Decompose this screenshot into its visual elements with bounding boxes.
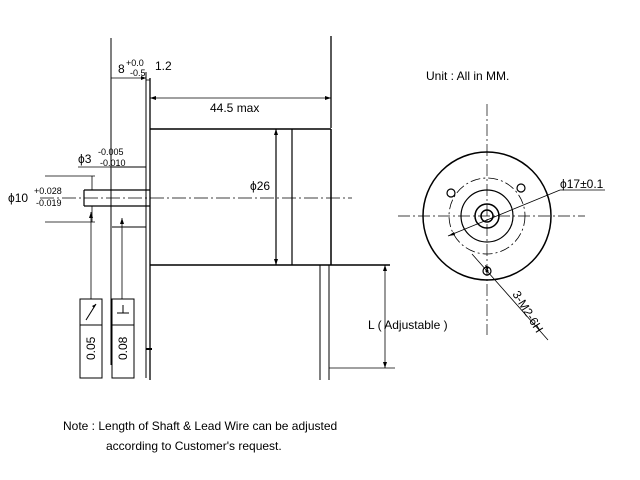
runout-value: 0.05 — [84, 336, 98, 360]
shaft-length-tol-lower: -0.5 — [130, 68, 146, 78]
tolerance-box-perpendicularity: 0.08 — [111, 298, 135, 379]
shaft-tol-lower: -0.019 — [36, 198, 62, 208]
flange-thickness-label: 1.2 — [155, 59, 172, 73]
boss-dia-label: ϕ3 — [78, 152, 92, 166]
shaft-dia-label: ϕ10 — [8, 191, 28, 205]
boss-tol-upper: -0.005 — [98, 147, 124, 157]
runout-symbol-icon — [85, 303, 97, 321]
side-view: 8 +0.0 -0.5 1.2 44.5 max ϕ3 -0.005 -0.01… — [8, 36, 448, 380]
pcd-label: ϕ17±0.1 — [560, 177, 604, 191]
lead-length-label: L ( Adjustable ) — [368, 318, 448, 332]
mount-hole-label: 3-M2-6H — [509, 288, 546, 335]
unit-note: Unit : All in MM. — [426, 69, 509, 83]
perpendicularity-symbol-icon — [117, 305, 129, 314]
shaft-tol-upper: +0.028 — [34, 186, 62, 196]
shaft-length-label: 8 — [118, 62, 125, 76]
shaft-length-tol-upper: +0.0 — [126, 58, 144, 68]
perpendicularity-value: 0.08 — [116, 336, 130, 360]
note-line-1: Note : Length of Shaft & Lead Wire can b… — [63, 419, 337, 433]
body-dia-label: ϕ26 — [250, 179, 270, 193]
mount-hole-icon — [516, 183, 526, 193]
mount-hole-icon — [446, 188, 456, 198]
body-length-label: 44.5 max — [210, 101, 259, 115]
boss-tol-lower: -0.010 — [100, 158, 126, 168]
front-view: ϕ17±0.1 3-M2-6H — [398, 104, 605, 341]
tolerance-box-runout: 0.05 — [79, 298, 103, 379]
note-line-2: according to Customer's request. — [106, 439, 282, 453]
